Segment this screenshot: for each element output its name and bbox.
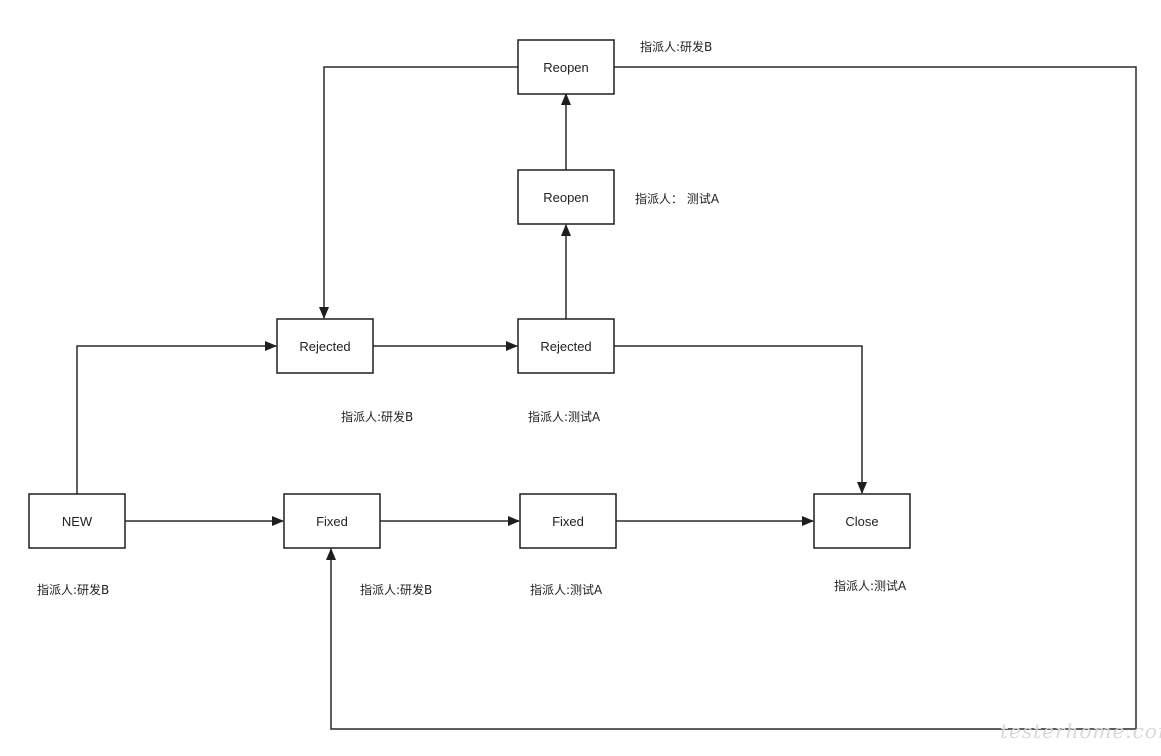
state-label: Reopen [543, 190, 589, 205]
edge-reopen-to-fixed [326, 66, 1137, 730]
assignee-label-fixed-right: 指派人:测试A [530, 582, 603, 597]
assignee-label-reopen-top: 指派人:研发B [640, 39, 712, 54]
state-new: NEW [28, 493, 126, 549]
state-label: NEW [62, 514, 93, 529]
state-label: Fixed [316, 514, 348, 529]
assignee-label-close: 指派人:测试A [834, 578, 907, 593]
assignee-label-new: 指派人:研发B [37, 582, 109, 597]
state-fixed-left: Fixed [283, 493, 381, 549]
state-label: Rejected [540, 339, 591, 354]
assignee-labels: 指派人:研发B 指派人： 测试A 指派人:研发B 指派人:测试A 指派人:研发B… [37, 39, 907, 597]
state-fixed-right: Fixed [519, 493, 617, 549]
edge-new-to-rejected [76, 341, 277, 494]
edge-reopen-to-rejected [319, 66, 518, 319]
assignee-label-fixed-left: 指派人:研发B [360, 582, 432, 597]
watermark: testerhome.com [1000, 719, 1161, 743]
assignee-label-rejected-right: 指派人:测试A [528, 409, 601, 424]
edge-rejected-to-close [614, 345, 867, 494]
state-reopen-mid: Reopen [517, 169, 615, 225]
state-label: Reopen [543, 60, 589, 75]
state-rejected-left: Rejected [276, 318, 374, 374]
state-label: Close [845, 514, 878, 529]
state-reopen-top: Reopen [517, 39, 615, 95]
assignee-label-rejected-left: 指派人:研发B [341, 409, 413, 424]
state-label: Fixed [552, 514, 584, 529]
state-rejected-right: Rejected [517, 318, 615, 374]
state-label: Rejected [299, 339, 350, 354]
assignee-label-reopen-mid: 指派人： 测试A [635, 191, 720, 206]
state-close: Close [813, 493, 911, 549]
edges [76, 66, 1137, 730]
